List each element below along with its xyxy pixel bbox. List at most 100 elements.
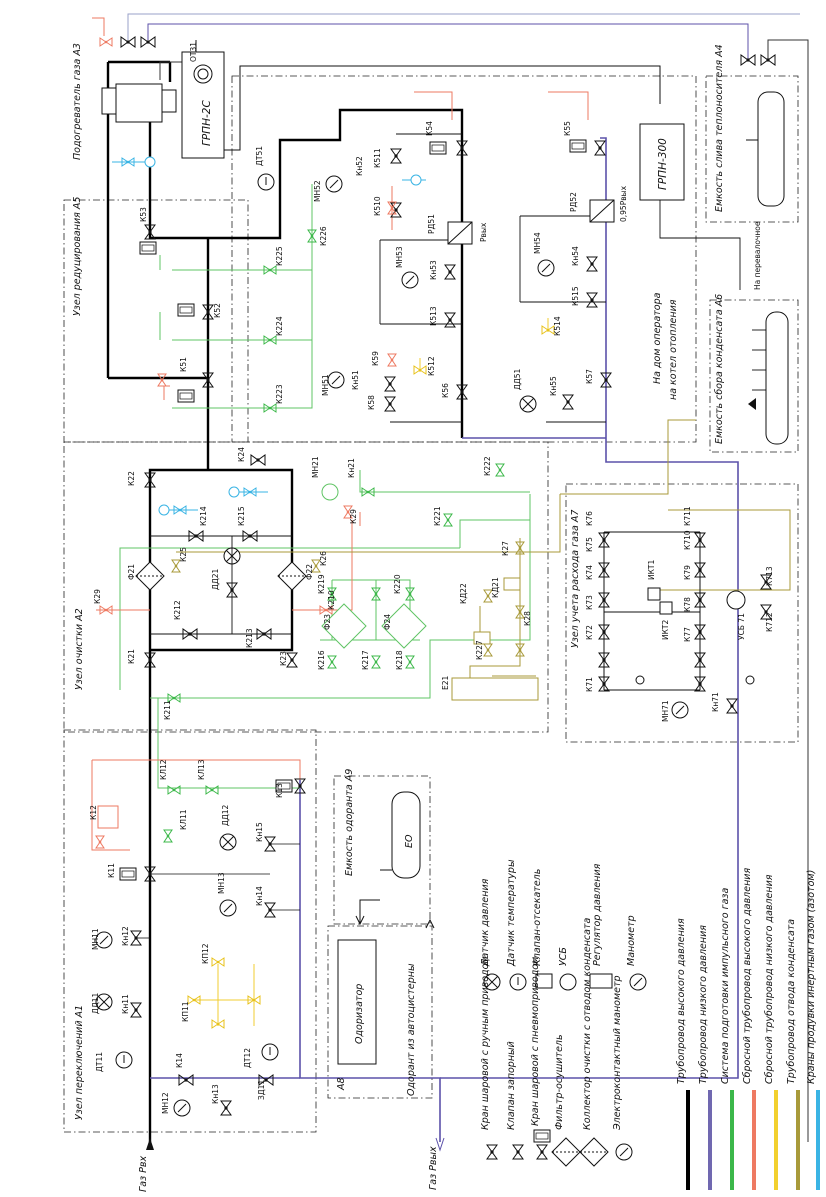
legend-sym-7: Датчик температуры <box>506 859 517 967</box>
tag-k14: К14 <box>175 1053 184 1068</box>
node-a4-a6 <box>746 91 789 445</box>
tag-k713: К713 <box>765 566 774 586</box>
legend-sym-9: УСБ <box>558 947 569 966</box>
tag-k212: К212 <box>173 600 182 620</box>
zone-a7-label: Узел учета расхода газа А7 <box>570 510 581 648</box>
tag-k216: К216 <box>317 650 326 670</box>
tag-k55: К55 <box>563 121 572 136</box>
tag-dd21: ДД21 <box>211 569 220 590</box>
tag-dt51: ДТ51 <box>255 146 264 166</box>
tag-k75: К75 <box>585 537 594 552</box>
legend-sym-3: Фильтр-осушитель <box>554 1034 565 1130</box>
tag-k79: К79 <box>683 565 692 580</box>
tag-k13: К13 <box>275 783 284 798</box>
tag-k218: К218 <box>395 650 404 670</box>
zone-a4-label: Емкость слива теплоносителя А4 <box>714 44 725 212</box>
legend-sym-6: Датчик давления <box>480 878 491 967</box>
relief-high <box>91 17 589 851</box>
legend-symbols <box>483 973 647 1167</box>
tag-kn21: Кн21 <box>347 458 356 478</box>
tag-k711: К711 <box>683 506 692 526</box>
tag-mn13: МН13 <box>217 872 226 894</box>
tag-mn51: МН51 <box>321 374 330 396</box>
tag-ugb71: УСБ 71 <box>737 613 746 640</box>
pressure-p-label: Рвых <box>479 222 488 242</box>
legend-line-label-2: Система подготовки импульсного газа <box>720 888 731 1084</box>
tag-kn54: Кн54 <box>571 246 580 266</box>
tag-mn53: МН53 <box>395 246 404 268</box>
tag-k113: КЛ13 <box>197 759 206 780</box>
legend-sym-5: Электроконтактный манометр <box>612 975 623 1131</box>
zone-labels: Узел переключений А1 Узел очистки А2 Под… <box>72 43 725 1120</box>
tag-kn53: Кн53 <box>429 260 438 280</box>
tag-kn14: Кн14 <box>255 886 264 906</box>
grpn300-label: ГРПН-300 <box>657 138 669 190</box>
tag-k71: К71 <box>585 677 594 692</box>
tag-f23: Ф23 <box>323 614 332 630</box>
legend-line-labels: Трубопровод высокого давления Трубопрово… <box>676 868 817 1084</box>
tag-k12: К12 <box>89 805 98 820</box>
legend-sym-1: Клапан запорный <box>506 1041 517 1130</box>
odorant-note: Одорант из автоцистерны <box>406 963 417 1096</box>
tag-pd51: РД51 <box>427 214 436 234</box>
tag-mn52: МН52 <box>313 180 322 202</box>
tag-k221: К221 <box>433 506 442 526</box>
tag-f22: Ф22 <box>305 564 314 580</box>
low-pressure-pipeline <box>150 137 739 1142</box>
tag-mn21: МН21 <box>311 456 320 478</box>
tag-kn11: Кн11 <box>121 994 130 1014</box>
zone-a6-label: Емкость сбора конденсата А6 <box>714 294 725 444</box>
tag-k59: К59 <box>371 351 380 366</box>
zone-a9-label: Емкость одоранта А9 <box>344 769 355 876</box>
node-a8-a9 <box>337 791 435 1065</box>
tag-k213: К213 <box>245 628 254 648</box>
odorizer-label: Одоризатор <box>354 984 365 1044</box>
legend-lines <box>686 1090 820 1190</box>
tag-k214: К214 <box>199 506 208 526</box>
tag-k225: К225 <box>275 246 284 266</box>
tag-k54: К54 <box>425 121 434 136</box>
tag-ot31: ОТ31 <box>189 42 198 62</box>
tag-k224: К224 <box>275 316 284 336</box>
zone-a3-label: Подогреватель газа А3 <box>72 43 83 160</box>
tag-k512: К512 <box>427 356 436 376</box>
tag-kn13: Кн13 <box>211 1084 220 1104</box>
legend-sym-4: Коллектор очистки с отводом конденсата <box>582 918 593 1130</box>
tag-k76: К76 <box>585 511 594 526</box>
eo-label: ЕО <box>404 834 415 848</box>
tag-k28: К28 <box>523 611 532 626</box>
tag-k72: К72 <box>585 625 594 640</box>
tag-k222: К222 <box>483 456 492 476</box>
legend-line-label-1: Трубопровод низкого давления <box>698 925 709 1084</box>
high-pressure-pipeline <box>106 60 464 1142</box>
zone-a1-label: Узел переключений А1 <box>74 1005 85 1120</box>
tag-kd22: КД22 <box>459 583 468 604</box>
tag-k515: К515 <box>571 286 580 306</box>
tag-kp12: КП12 <box>201 943 210 964</box>
tag-ukt2: ИКТ2 <box>661 619 670 640</box>
node-a2 <box>99 454 539 703</box>
tag-k223: К223 <box>275 384 284 404</box>
tag-zd11: ЗД11 <box>257 1080 266 1100</box>
tag-k77: К77 <box>683 627 692 642</box>
tag-k510: К510 <box>373 196 382 216</box>
node-a5 <box>139 123 741 423</box>
zone-frames <box>63 75 799 1133</box>
tag-k111: КЛ11 <box>179 809 188 830</box>
tag-k53: К53 <box>139 207 148 222</box>
node-a1 <box>95 778 306 1117</box>
tag-dt12: ДТ12 <box>243 1048 252 1068</box>
tag-k11: К11 <box>107 863 116 878</box>
tag-k74: К74 <box>585 565 594 580</box>
purge-lines-top <box>127 13 809 1142</box>
tag-k21: К21 <box>127 649 136 664</box>
tag-k26: К26 <box>319 551 328 566</box>
tag-k29: К29 <box>93 589 102 604</box>
tag-dt11: ДТ11 <box>95 1052 104 1072</box>
tag-k23: К23 <box>279 651 288 666</box>
zone-a5-label: Узел редуцирования А5 <box>72 197 83 316</box>
gas-in-label: Газ Рвх <box>138 1155 149 1192</box>
tag-k511: К511 <box>373 148 382 168</box>
equipment-labels: ГРПН-2С ГРПН-300 Одоризатор ЕО Одорант и… <box>138 100 762 1192</box>
